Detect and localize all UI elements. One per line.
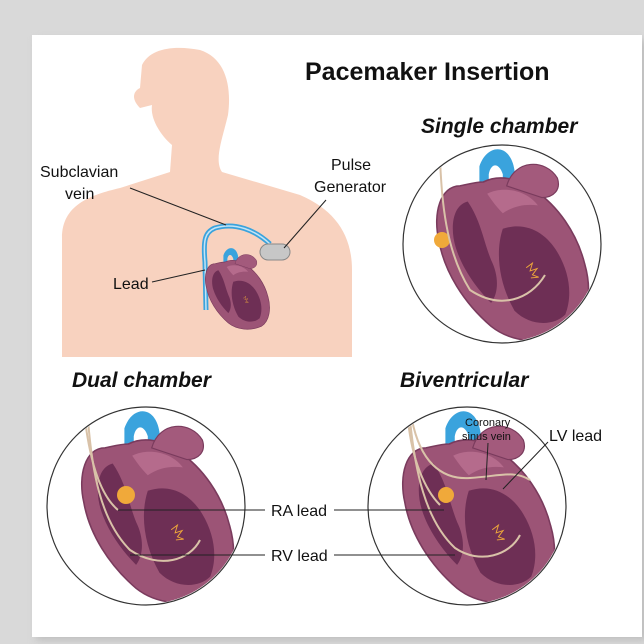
lead-label: Lead <box>113 276 149 293</box>
pulse-label-1: Pulse <box>331 157 371 174</box>
pulse-generator-device <box>259 243 291 261</box>
single-chamber-circle <box>402 144 602 344</box>
biventricular-heading: Biventricular <box>400 369 530 392</box>
coronary-label-2: sinus vein <box>462 431 511 443</box>
subclavian-label-1: Subclavian <box>40 164 118 181</box>
human-silhouette <box>62 47 352 358</box>
pulse-label-2: Generator <box>314 179 387 196</box>
coronary-label-1: Coronary <box>465 417 511 429</box>
coronary-pointer <box>485 442 489 481</box>
subclavian-label-2: vein <box>65 186 94 203</box>
dual-chamber-heading: Dual chamber <box>72 369 213 392</box>
generator-pointer <box>283 199 327 249</box>
dual-chamber-circle <box>46 406 246 606</box>
subclavian-pointer <box>129 187 227 226</box>
lv-lead-label: LV lead <box>549 428 602 445</box>
rv-lead-label: RV lead <box>271 548 328 565</box>
page-title: Pacemaker Insertion <box>305 58 550 86</box>
lv-lead-pointer <box>502 441 549 490</box>
lead-pointer <box>151 269 206 283</box>
single-chamber-heading: Single chamber <box>421 115 579 138</box>
ra-lead-label: RA lead <box>271 503 327 520</box>
